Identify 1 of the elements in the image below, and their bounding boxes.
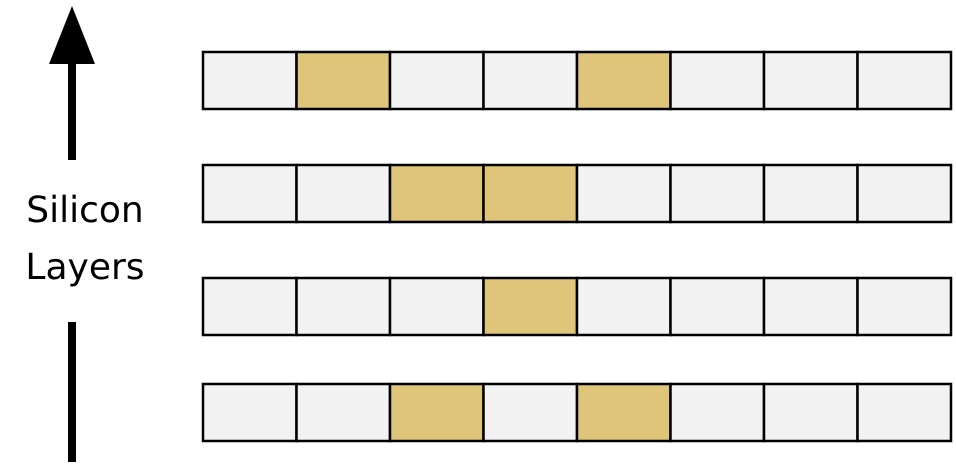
axis-label: Silicon Layers [24,189,146,290]
